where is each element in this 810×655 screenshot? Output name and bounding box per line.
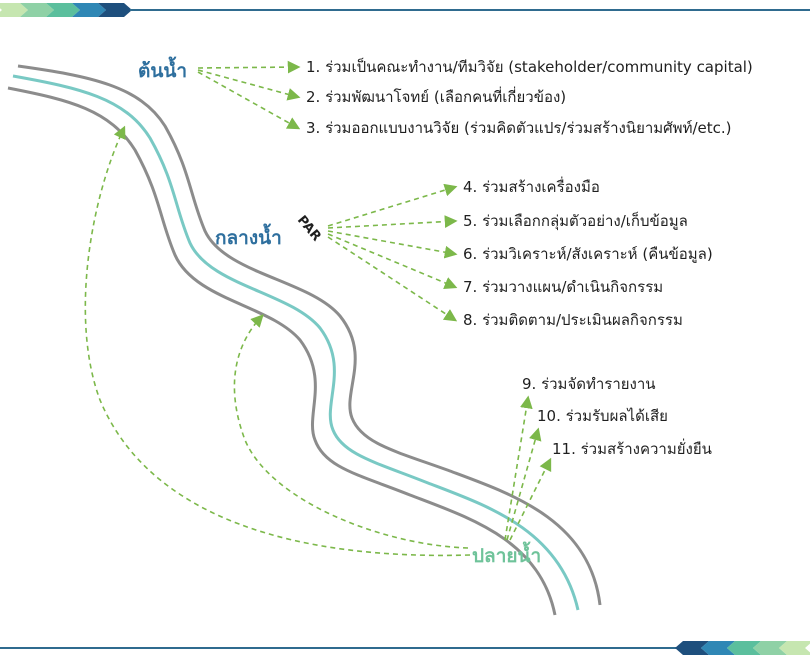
feedback-arrow-to-midstream bbox=[233, 314, 469, 549]
arrow-to-item-6 bbox=[327, 230, 458, 259]
arrow-to-item-9 bbox=[504, 395, 533, 541]
arrow-to-item-8 bbox=[327, 236, 458, 322]
top-ribbon-segment bbox=[0, 3, 28, 17]
item-1: 1. ร่วมเป็นคณะทำงาน/ทีมวิจัย (stakeholde… bbox=[306, 57, 753, 76]
par-label: PAR bbox=[294, 213, 324, 244]
arrow-to-item-1 bbox=[197, 60, 301, 74]
bottom-ribbon-segment bbox=[701, 641, 735, 655]
downstream-items: 9. ร่วมจัดทำรายงาน 10. ร่วมรับผลได้เสีย … bbox=[522, 375, 712, 458]
arrow-to-item-10 bbox=[506, 427, 542, 541]
midstream-items: 4. ร่วมสร้างเครื่องมือ 5. ร่วมเลือกกลุ่ม… bbox=[463, 176, 713, 329]
arrow-to-item-4 bbox=[327, 183, 458, 227]
item-5: 5. ร่วมเลือกกลุ่มตัวอย่าง/เก็บข้อมูล bbox=[463, 211, 688, 231]
feedback-arrow-to-upstream bbox=[84, 125, 471, 557]
item-8: 8. ร่วมติดตาม/ประเมินผลกิจกรรม bbox=[463, 311, 683, 329]
midstream-arrows bbox=[327, 183, 458, 322]
bottom-ribbon-segment bbox=[779, 641, 810, 655]
top-ribbon-segment bbox=[20, 3, 54, 17]
item-9: 9. ร่วมจัดทำรายงาน bbox=[522, 375, 656, 393]
upstream-label: ต้นน้ำ bbox=[138, 56, 187, 82]
arrow-to-item-5 bbox=[327, 215, 458, 229]
item-3: 3. ร่วมออกแบบงานวิจัย (ร่วมคิดตัวแปร/ร่ว… bbox=[306, 119, 732, 137]
item-2: 2. ร่วมพัฒนาโจทย์ (เลือกคนที่เกี่ยวข้อง) bbox=[306, 86, 566, 106]
item-11: 11. ร่วมสร้างความยั่งยืน bbox=[552, 438, 712, 458]
arrow-to-item-3 bbox=[197, 71, 301, 130]
item-6: 6. ร่วมวิเคราะห์/สังเคราะห์ (คืนข้อมูล) bbox=[463, 245, 713, 263]
arrow-to-item-2 bbox=[197, 69, 301, 101]
top-ribbon-segment bbox=[46, 3, 80, 17]
arrow-to-item-7 bbox=[327, 233, 458, 289]
river-bank-left bbox=[7, 86, 557, 616]
bottom-ribbon-segment bbox=[727, 641, 761, 655]
bottom-ribbon-segment bbox=[753, 641, 787, 655]
item-4: 4. ร่วมสร้างเครื่องมือ bbox=[463, 176, 600, 196]
top-ribbon-segment bbox=[98, 3, 132, 17]
upstream-arrows bbox=[197, 60, 301, 130]
item-7: 7. ร่วมวางแผน/ดำเนินกิจกรรม bbox=[463, 278, 663, 296]
top-ribbon bbox=[0, 3, 132, 17]
arrow-to-item-11 bbox=[509, 457, 552, 541]
river bbox=[7, 64, 602, 616]
downstream-arrows bbox=[84, 125, 552, 557]
bottom-ribbon bbox=[675, 641, 810, 655]
midstream-label: กลางน้ำ bbox=[215, 223, 282, 249]
downstream-label: ปลายน้ำ bbox=[472, 541, 541, 567]
river-bank-right bbox=[17, 64, 602, 606]
upstream-items: 1. ร่วมเป็นคณะทำงาน/ทีมวิจัย (stakeholde… bbox=[306, 57, 753, 137]
item-10: 10. ร่วมรับผลได้เสีย bbox=[537, 407, 668, 425]
bottom-ribbon-segment bbox=[675, 641, 709, 655]
river-water bbox=[12, 74, 580, 611]
top-ribbon-segment bbox=[72, 3, 106, 17]
